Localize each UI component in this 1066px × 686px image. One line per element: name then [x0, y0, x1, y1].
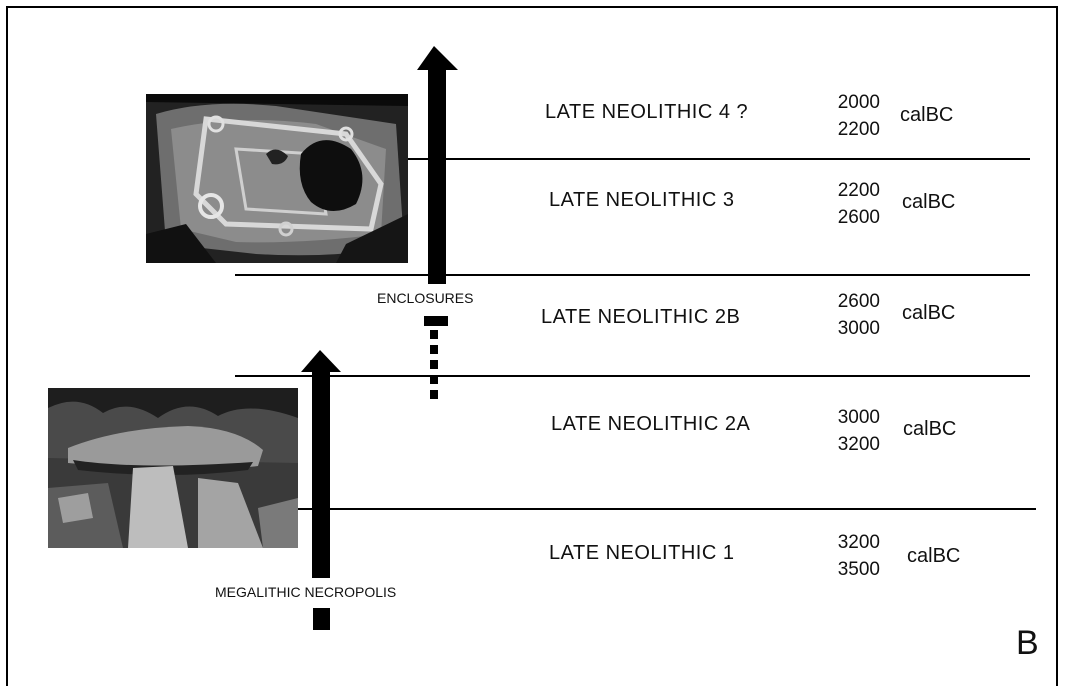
phase-label: LATE NEOLITHIC 2B	[541, 306, 741, 328]
phase-label: LATE NEOLITHIC 1	[549, 542, 735, 564]
phase-years: 3000 3200	[820, 404, 880, 458]
phase-unit: calBC	[902, 191, 956, 213]
phase-years: 2200 2600	[820, 177, 880, 231]
enclosures-arrow-shaft	[428, 69, 446, 284]
divider-line	[235, 274, 1030, 276]
year-top: 3200	[837, 532, 880, 553]
phase-label: LATE NEOLITHIC 2A	[551, 413, 751, 435]
year-bottom: 2200	[837, 119, 880, 140]
year-top: 2600	[837, 291, 880, 312]
phase-unit: calBC	[903, 418, 957, 440]
divider-line	[402, 158, 1030, 160]
enclosures-dash	[430, 375, 438, 384]
phase-label: LATE NEOLITHIC 3	[549, 189, 735, 211]
phase-label: LATE NEOLITHIC 4 ?	[545, 101, 749, 123]
enclosures-dash	[430, 330, 438, 339]
megalithic-necropolis-label: MEGALITHIC NECROPOLIS	[215, 584, 397, 600]
enclosures-dash	[430, 345, 438, 354]
year-bottom: 3200	[837, 434, 880, 455]
enclosures-dash	[430, 360, 438, 369]
enclosure-aerial-photo	[146, 94, 408, 263]
year-bottom: 2600	[837, 207, 880, 228]
divider-line	[235, 375, 1030, 377]
year-top: 2000	[837, 92, 880, 113]
enclosures-label: ENCLOSURES	[377, 290, 474, 306]
dolmen-photo	[48, 388, 298, 548]
phase-unit: calBC	[907, 545, 961, 567]
megalithic-arrow-head	[301, 350, 341, 372]
phase-years: 2600 3000	[820, 288, 880, 342]
enclosures-arrow-stub	[424, 316, 448, 326]
phase-years: 2000 2200	[820, 89, 880, 143]
enclosures-dash	[430, 390, 438, 399]
figure-frame	[6, 6, 1058, 686]
megalithic-arrow-shaft	[312, 371, 330, 578]
enclosures-arrow-head	[417, 46, 458, 70]
year-top: 3000	[837, 407, 880, 428]
year-bottom: 3000	[837, 318, 880, 339]
divider-line	[298, 508, 1036, 510]
megalithic-arrow-base	[313, 608, 330, 630]
phase-unit: calBC	[900, 104, 954, 126]
year-bottom: 3500	[837, 559, 880, 580]
year-top: 2200	[837, 180, 880, 201]
panel-letter: B	[1016, 624, 1039, 662]
phase-unit: calBC	[902, 302, 956, 324]
phase-years: 3200 3500	[820, 529, 880, 583]
